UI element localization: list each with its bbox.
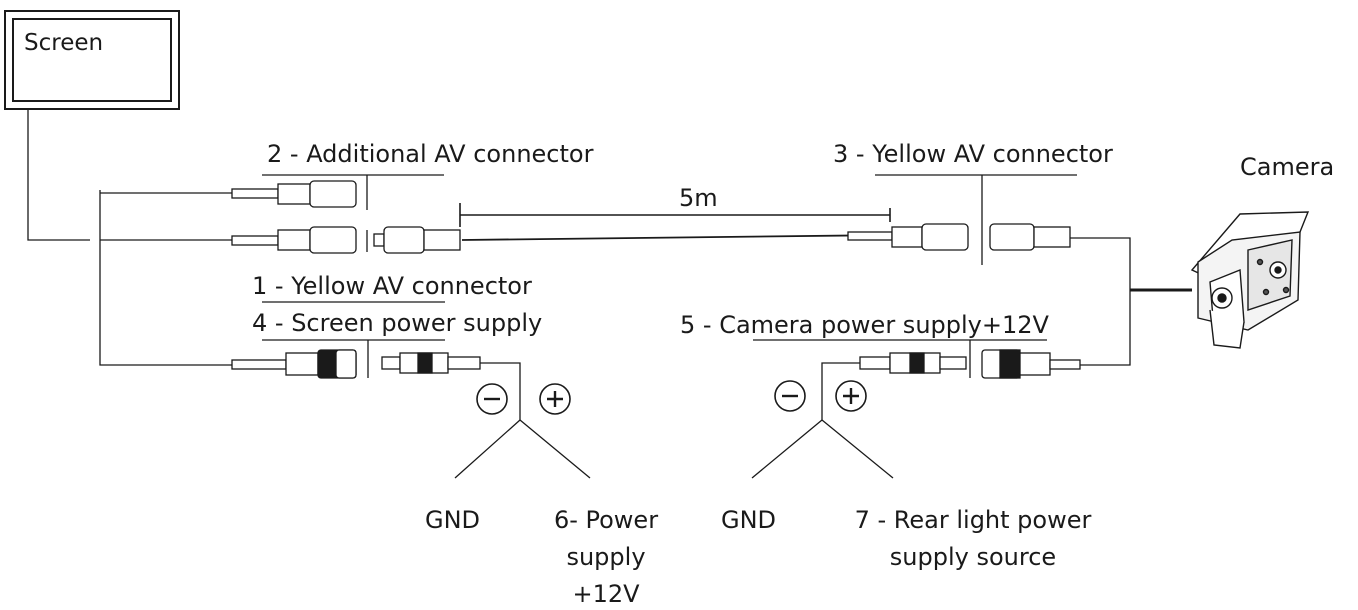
yellow-av-connector-right (847, 223, 969, 251)
gnd-right-label: GND (721, 506, 777, 534)
screen-cable (27, 110, 90, 241)
yellow-av-plug-left (373, 226, 461, 254)
cable-length-label: 5m (679, 184, 718, 212)
camera-power-connector (981, 349, 1081, 379)
screen-monitor: Screen (4, 10, 180, 110)
gnd-wire-right (751, 419, 823, 479)
rear-light-line-1: 7 - Rear light power (854, 506, 1092, 534)
power-wire-left (519, 419, 591, 479)
additional-av-connector (231, 180, 357, 208)
camera-cable (1070, 237, 1131, 366)
power-supply-line-3: +12V (572, 580, 640, 608)
screen-power-label: 4 - Screen power supply (252, 309, 543, 337)
power-supply-line-2: supply (566, 543, 646, 571)
screen-display (12, 18, 172, 102)
rear-light-wire (821, 419, 894, 479)
branch-cable (99, 190, 232, 366)
power-supply-line-1: 6- Power (553, 506, 659, 534)
rear-light-line-2: supply source (889, 543, 1057, 571)
yellow-av-plug-right (989, 223, 1071, 251)
yellow-av-left-label: 1 - Yellow AV connector (252, 272, 532, 300)
yellow-av-connector-left (231, 226, 357, 254)
gnd-left-label: GND (425, 506, 481, 534)
screen-power-lead (480, 362, 521, 420)
camera-power-plug (859, 352, 967, 374)
av-extension-cable (461, 234, 896, 241)
camera-power-label: 5 - Camera power supply+12V (680, 311, 1049, 339)
camera-power-lead (821, 362, 860, 420)
screen-power-connector (231, 349, 357, 379)
yellow-av-right-label: 3 - Yellow AV connector (833, 140, 1113, 168)
additional-av-label: 2 - Additional AV connector (267, 140, 594, 168)
screen-label: Screen (24, 30, 104, 56)
screen-power-plug (381, 352, 481, 374)
camera-label: Camera (1240, 153, 1335, 181)
gnd-wire-left (454, 419, 521, 479)
camera-device (1190, 211, 1310, 349)
